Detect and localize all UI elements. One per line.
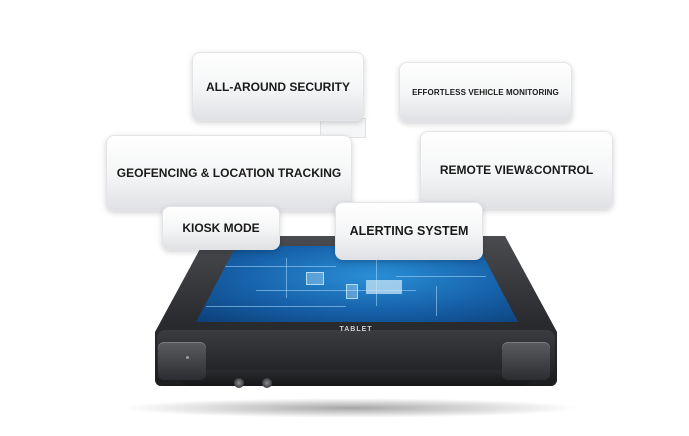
tablet-base xyxy=(180,370,532,386)
feature-label: ALERTING SYSTEM xyxy=(349,224,469,238)
tablet-shadow xyxy=(120,398,580,418)
status-led xyxy=(186,356,189,359)
tablet-logo: TABLET xyxy=(339,326,373,333)
feature-label: REMOTE VIEW&CONTROL xyxy=(439,163,594,177)
circuit-line xyxy=(206,306,346,307)
feature-vehicle-monitoring: EFFORTLESS VEHICLE MONITORING xyxy=(399,62,572,122)
feature-kiosk-mode: KIOSK MODE xyxy=(162,206,280,250)
screen-highlight xyxy=(366,280,402,294)
screen-doc-icon xyxy=(346,284,358,299)
right-bumper xyxy=(502,342,550,380)
feature-all-around-security: ALL-AROUND SECURITY xyxy=(192,52,364,121)
connector-port xyxy=(234,378,244,388)
feature-remote-view-control: REMOTE VIEW&CONTROL xyxy=(420,131,613,209)
feature-geofencing: GEOFENCING & LOCATION TRACKING xyxy=(106,135,352,211)
left-bumper xyxy=(158,342,206,380)
feature-label: GEOFENCING & LOCATION TRACKING xyxy=(116,166,342,180)
circuit-line xyxy=(286,258,287,298)
circuit-line xyxy=(396,276,486,277)
circuit-line xyxy=(256,290,416,291)
circuit-line xyxy=(436,286,437,316)
circuit-line xyxy=(216,266,336,267)
connector-port xyxy=(262,378,272,388)
feature-label: ALL-AROUND SECURITY xyxy=(206,79,350,94)
tablet-rim xyxy=(157,330,555,374)
screen-window-icon xyxy=(306,272,324,285)
feature-alerting-system: ALERTING SYSTEM xyxy=(335,202,483,260)
feature-label: EFFORTLESS VEHICLE MONITORING xyxy=(412,87,559,97)
feature-label: KIOSK MODE xyxy=(182,221,260,235)
